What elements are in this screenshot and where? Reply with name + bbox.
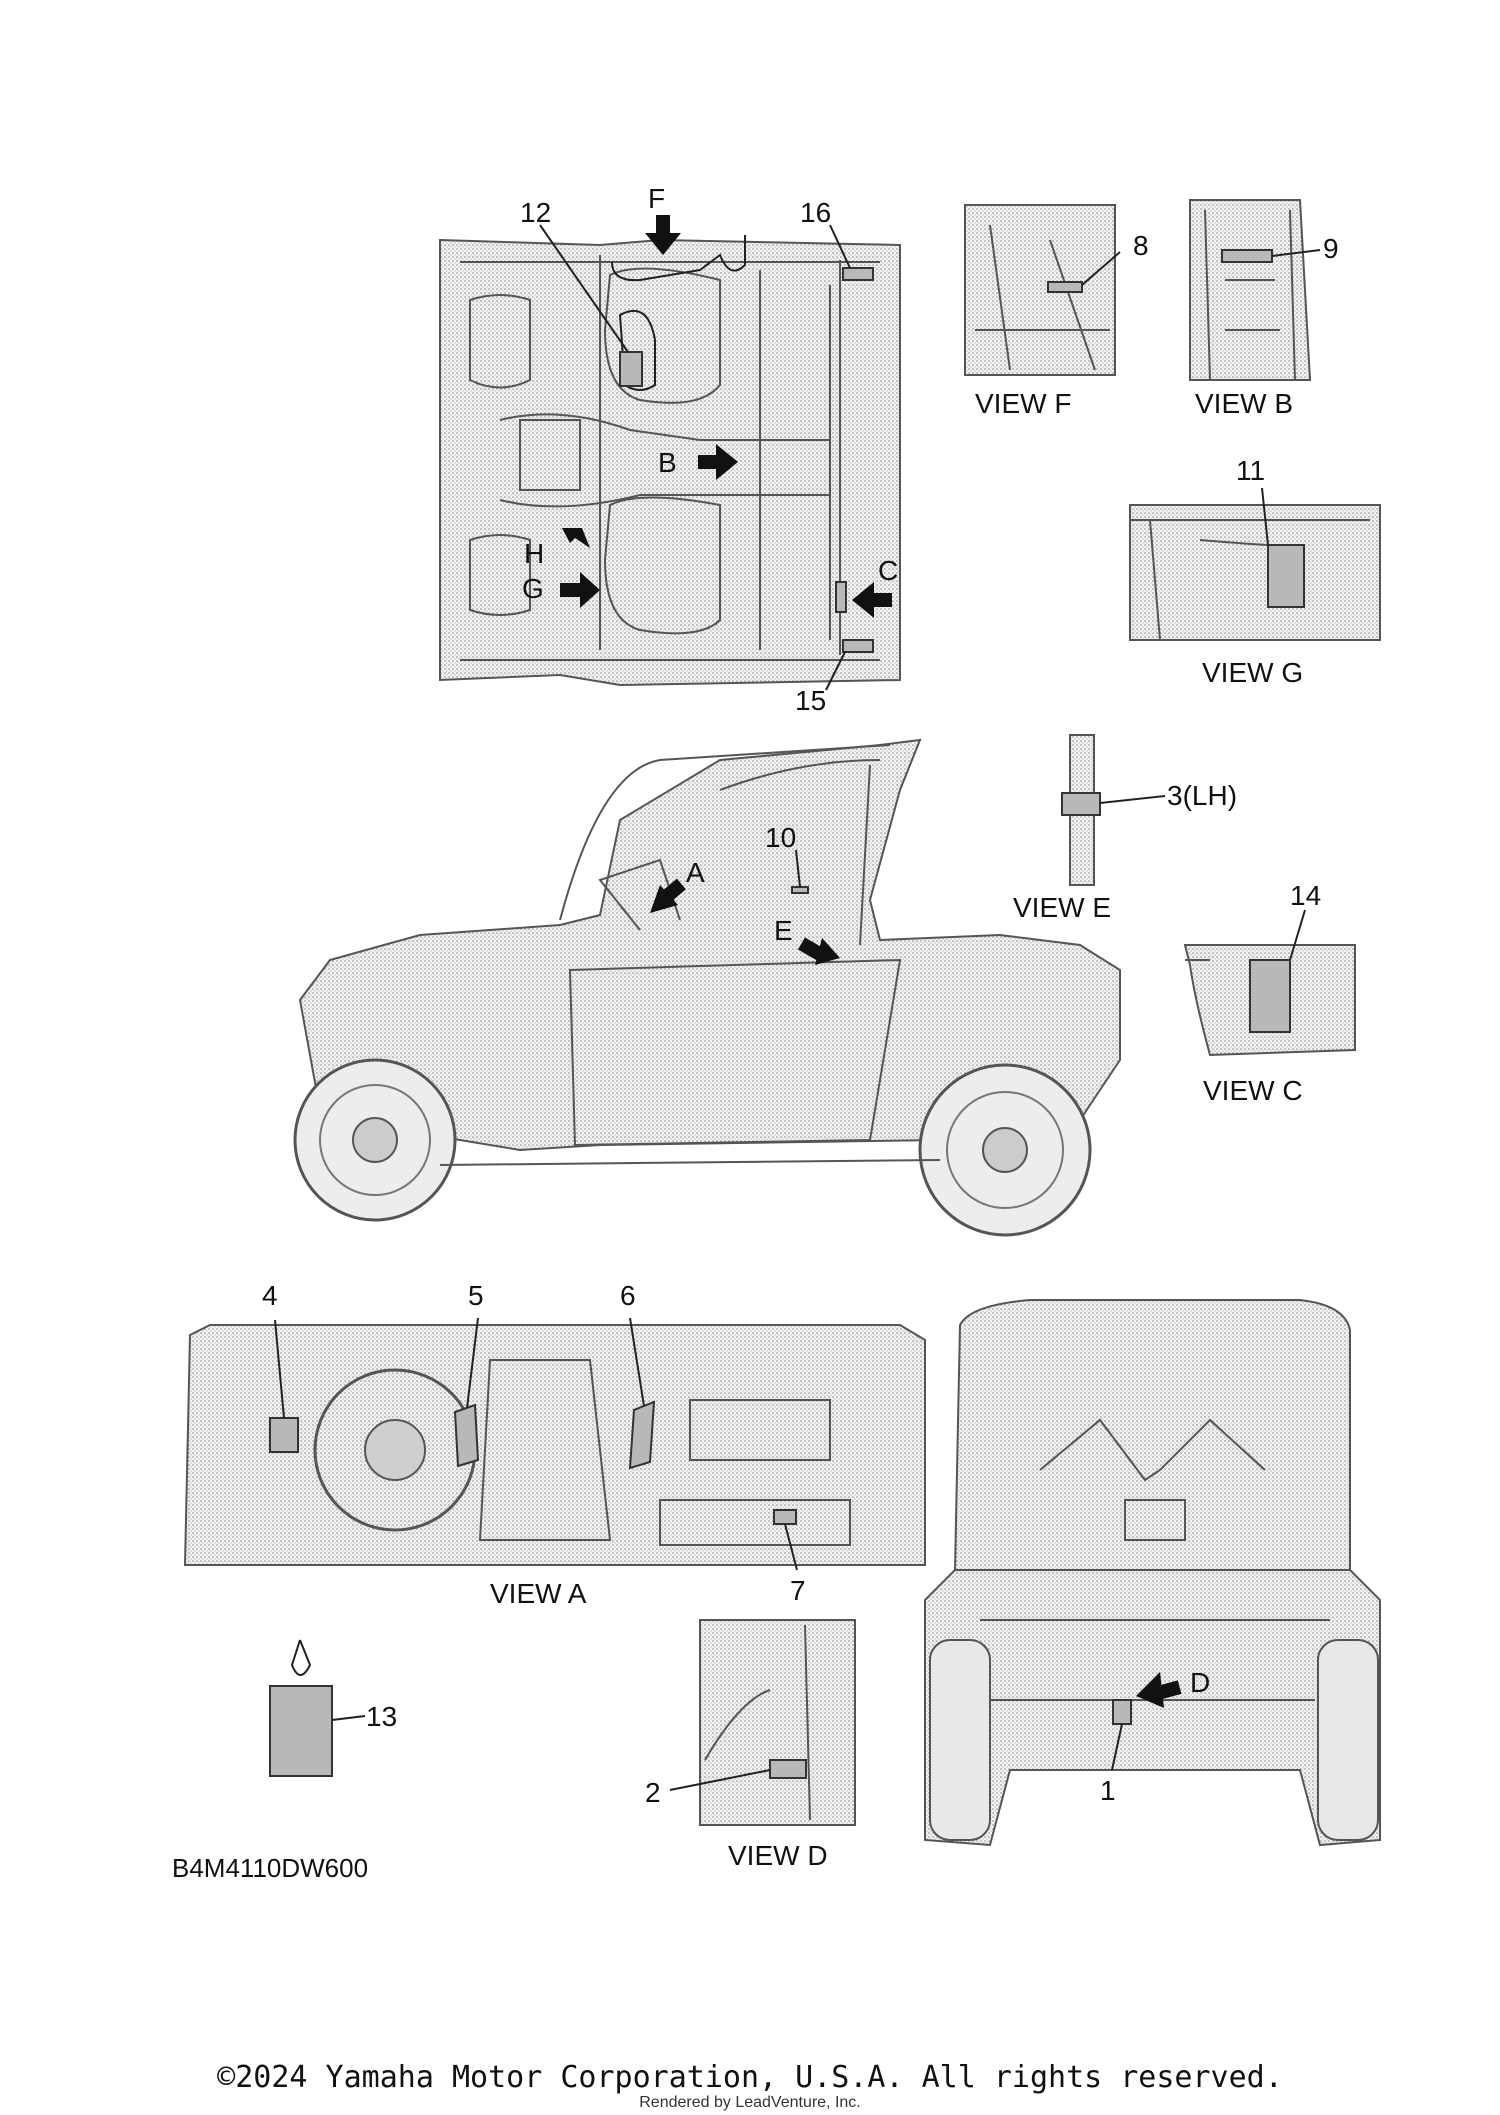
decal-4-marker [269,1417,299,1453]
view-d-illustration [699,1619,856,1826]
callout-8: 8 [1133,230,1149,261]
decal-3-marker [1061,792,1101,816]
callout-3-lh: 3(LH) [1167,780,1237,811]
arrow-letter-e: E [774,915,793,946]
arrow-letter-g: G [522,573,544,604]
callout-16: 16 [800,197,831,228]
view-a-label: VIEW A [490,1578,587,1609]
callout-1: 1 [1100,1775,1116,1806]
view-f-label: VIEW F [975,388,1071,419]
view-b-illustration [1189,199,1312,381]
decal-c-marker [835,581,847,613]
arrow-a [650,878,686,913]
decal-10-marker [791,886,809,894]
arrow-letter-c: C [878,555,898,586]
arrow-c [852,582,892,618]
part-code: B4M4110DW600 [172,1853,368,1883]
decal-1-marker [1112,1699,1132,1725]
decal-6-marker [628,1400,656,1470]
callout-4: 4 [262,1280,278,1311]
view-g-illustration [1129,504,1381,641]
rear-view-vehicle [924,1299,1381,1847]
arrow-f [645,215,681,255]
callout-13: 13 [366,1701,397,1732]
side-view-vehicle [293,738,1121,1237]
view-b-label: VIEW B [1195,388,1293,419]
view-d-label: VIEW D [728,1840,828,1871]
arrow-letter-d: D [1190,1667,1210,1698]
view-c-label: VIEW C [1203,1075,1303,1106]
decal-11-marker [1267,544,1305,608]
hang-tag-illustration [269,1639,333,1777]
arrow-letter-f: F [648,183,665,214]
view-a-illustration [183,1324,926,1566]
arrow-letter-b: B [658,447,677,478]
callout-12: 12 [520,197,551,228]
callout-9: 9 [1323,233,1339,264]
callout-5: 5 [468,1280,484,1311]
arrow-h [555,528,590,558]
decal-2-marker [769,1759,807,1779]
callout-6: 6 [620,1280,636,1311]
arrow-letter-a: A [686,857,705,888]
callout-14: 14 [1290,880,1321,911]
decal-8-marker [1047,281,1083,293]
copyright-footer: ©2024 Yamaha Motor Corporation, U.S.A. A… [217,2060,1283,2095]
arrow-g [560,572,600,608]
arrow-d [1136,1672,1182,1708]
decal-7-marker [773,1509,797,1525]
decal-9-marker [1221,249,1273,263]
callout-2: 2 [645,1777,661,1808]
callout-7: 7 [790,1575,806,1606]
arrow-b [698,444,738,480]
decal-16-marker [842,267,874,281]
view-e-label: VIEW E [1013,892,1111,923]
callout-15: 15 [795,685,826,716]
rendered-by-credit: Rendered by LeadVenture, Inc. [639,2094,861,2111]
decal-5-marker [453,1403,480,1468]
arrow-e [797,937,840,965]
decal-12-marker [619,351,643,387]
decal-14-marker [1249,959,1291,1033]
view-g-label: VIEW G [1202,657,1303,688]
view-f-illustration [964,204,1116,376]
decal-15-marker [842,639,874,653]
arrow-letter-h: H [524,538,544,569]
callout-11: 11 [1236,455,1265,486]
callout-10: 10 [765,822,796,853]
top-view-chassis [439,235,901,687]
